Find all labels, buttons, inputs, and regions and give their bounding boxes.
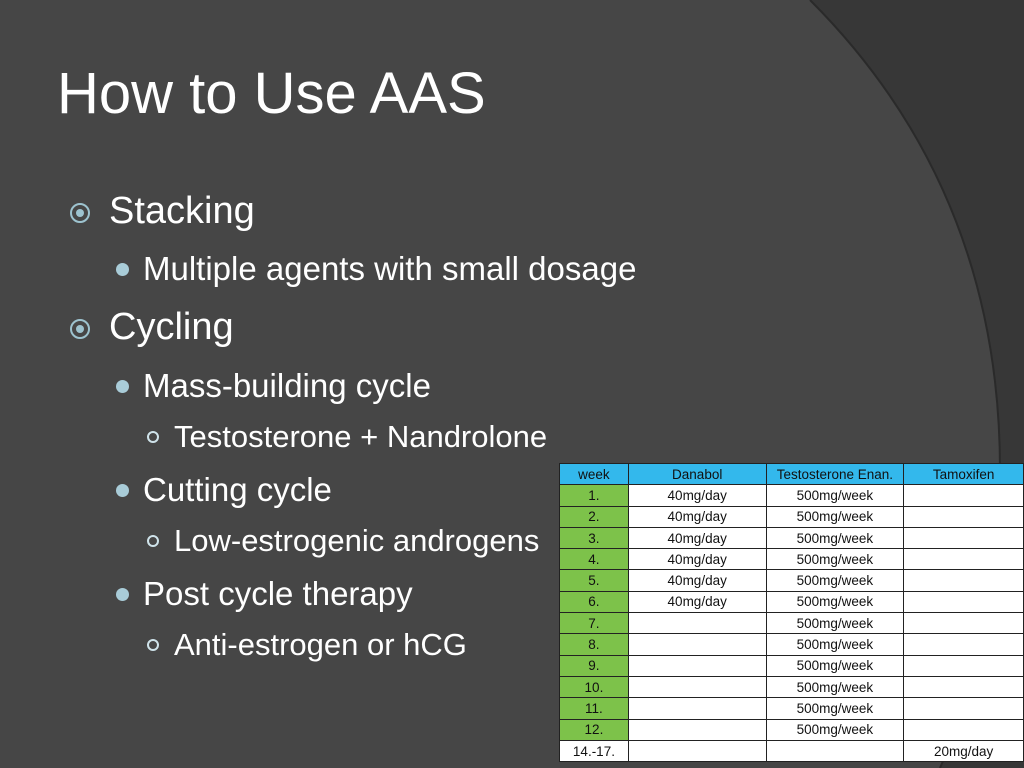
dose-cell — [903, 654, 1024, 677]
header-testosterone: Testosterone Enan. — [765, 462, 905, 486]
week-cell: 4. — [559, 548, 629, 571]
week-cell: 8. — [559, 633, 629, 656]
dot-bullet-icon — [116, 588, 129, 601]
week-cell: 3. — [559, 526, 629, 550]
bullet-post-cycle: Post cycle therapy — [143, 575, 413, 612]
dose-cell: 500mg/week — [765, 569, 905, 592]
dosage-table: week Danabol Testosterone Enan. Tamoxife… — [559, 462, 1024, 763]
dose-cell: 500mg/week — [765, 484, 905, 507]
dose-cell — [627, 675, 767, 699]
dose-cell — [903, 505, 1024, 528]
dose-cell: 40mg/day — [627, 526, 767, 550]
bullet-low-estrogenic: Low-estrogenic androgens — [174, 523, 540, 558]
dose-cell: 500mg/week — [765, 505, 905, 528]
dose-cell: 500mg/week — [765, 590, 905, 614]
dose-cell: 40mg/day — [627, 484, 767, 507]
dose-cell: 500mg/week — [765, 548, 905, 571]
bullet-mass-building: Mass-building cycle — [143, 367, 431, 404]
dose-cell — [627, 612, 767, 635]
header-danabol: Danabol — [627, 462, 767, 486]
week-cell: 14.-17. — [559, 739, 629, 763]
dose-cell — [765, 739, 905, 763]
dose-cell: 500mg/week — [765, 718, 905, 741]
bullet-multiple-agents: Multiple agents with small dosage — [143, 250, 637, 287]
dose-cell — [627, 718, 767, 741]
week-cell: 7. — [559, 612, 629, 635]
dose-cell — [903, 697, 1024, 720]
dot-bullet-icon — [116, 263, 129, 276]
header-week: week — [559, 462, 629, 486]
table-row: 9. 500mg/week — [559, 654, 1024, 677]
dose-cell: 500mg/week — [765, 675, 905, 699]
dose-cell: 500mg/week — [765, 612, 905, 635]
dose-cell — [903, 675, 1024, 699]
dose-cell: 20mg/day — [903, 739, 1024, 763]
dose-cell: 500mg/week — [765, 697, 905, 720]
dose-cell — [903, 526, 1024, 550]
dose-cell — [903, 590, 1024, 614]
week-cell: 5. — [559, 569, 629, 592]
dose-cell: 500mg/week — [765, 526, 905, 550]
dose-cell — [627, 654, 767, 677]
table-row: 14.-17. 20mg/day — [559, 739, 1024, 763]
table-row: 7. 500mg/week — [559, 612, 1024, 635]
dose-cell — [903, 548, 1024, 571]
bullet-testosterone-nandrolone: Testosterone + Nandrolone — [174, 419, 548, 454]
dose-cell — [903, 569, 1024, 592]
dot-bullet-icon — [116, 380, 129, 393]
ring-bullet-icon — [147, 431, 159, 443]
week-cell: 2. — [559, 505, 629, 528]
table-row: 12. 500mg/week — [559, 718, 1024, 741]
week-cell: 1. — [559, 484, 629, 507]
dose-cell — [903, 484, 1024, 507]
dose-cell — [627, 739, 767, 763]
circle-bullet-icon — [70, 319, 90, 339]
slide-title: How to Use AAS — [57, 61, 486, 126]
bullet-cycling: Cycling — [109, 306, 234, 348]
dose-cell — [903, 718, 1024, 741]
table-row: 11. 500mg/week — [559, 697, 1024, 720]
table-row: 10. 500mg/week — [559, 675, 1024, 699]
week-cell: 10. — [559, 675, 629, 699]
header-tamoxifen: Tamoxifen — [903, 462, 1024, 486]
week-cell: 9. — [559, 654, 629, 677]
dose-cell: 40mg/day — [627, 590, 767, 614]
ring-bullet-icon — [147, 639, 159, 651]
bullet-stacking: Stacking — [109, 190, 255, 232]
dose-cell — [903, 612, 1024, 635]
table-row: 8. 500mg/week — [559, 633, 1024, 656]
bullet-cutting-cycle: Cutting cycle — [143, 471, 332, 508]
week-cell: 11. — [559, 697, 629, 720]
dose-cell: 500mg/week — [765, 633, 905, 656]
dose-cell — [903, 633, 1024, 656]
dose-cell: 40mg/day — [627, 548, 767, 571]
bullet-anti-estrogen: Anti-estrogen or hCG — [174, 627, 467, 662]
dose-cell — [627, 633, 767, 656]
dot-bullet-icon — [116, 484, 129, 497]
dose-cell — [627, 697, 767, 720]
table-header-row: week Danabol Testosterone Enan. Tamoxife… — [559, 462, 1024, 486]
circle-bullet-icon — [70, 203, 90, 223]
ring-bullet-icon — [147, 535, 159, 547]
dose-cell: 40mg/day — [627, 569, 767, 592]
dose-cell: 40mg/day — [627, 505, 767, 528]
week-cell: 6. — [559, 590, 629, 614]
week-cell: 12. — [559, 718, 629, 741]
dose-cell: 500mg/week — [765, 654, 905, 677]
